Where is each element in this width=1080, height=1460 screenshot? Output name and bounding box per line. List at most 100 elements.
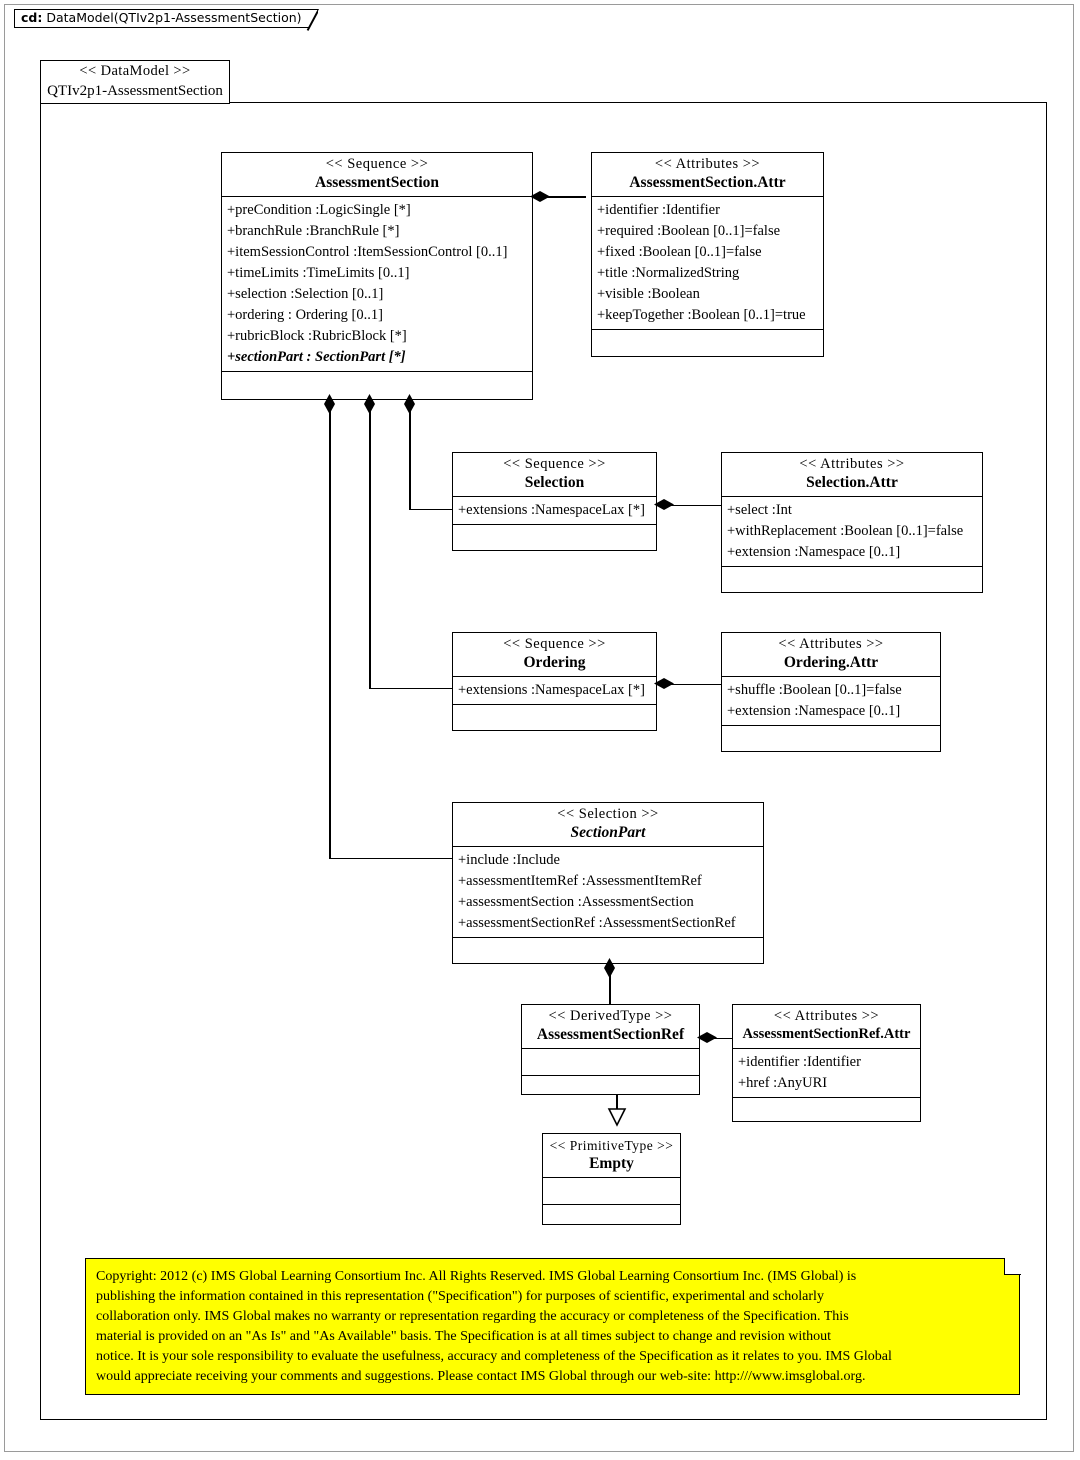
attribute-row: +assessmentItemRef :AssessmentItemRef [458, 873, 702, 889]
attribute-row-abstract-text: +sectionPart : SectionPart [*] [227, 349, 406, 365]
class-section-part[interactable]: << Selection >> SectionPart +include :In… [452, 802, 764, 964]
class-stereotype: << Sequence >> [503, 636, 606, 652]
attribute-row: +timeLimits :TimeLimits [0..1] [227, 265, 410, 281]
class-empty[interactable]: << PrimitiveType >> Empty [542, 1133, 681, 1225]
class-stereotype: << Selection >> [557, 806, 659, 822]
attribute-row: +assessmentSectionRef :AssessmentSection… [458, 915, 736, 931]
class-attributes: +identifier :Identifier +required :Boole… [592, 197, 823, 330]
class-header: << Sequence >> Ordering [453, 633, 656, 677]
class-attributes: +include :Include +assessmentItemRef :As… [453, 847, 763, 938]
package-name: QTIv2p1-AssessmentSection [47, 83, 223, 99]
class-ordering[interactable]: << Sequence >> Ordering +extensions :Nam… [452, 632, 657, 731]
class-stereotype: << DerivedType >> [548, 1008, 673, 1024]
connector-assessmentsection-selection-h [409, 508, 453, 510]
connector-ordering-attr [657, 683, 722, 685]
class-name: Selection [524, 474, 585, 491]
composition-diamond-assessmentsection-attr [530, 191, 550, 202]
connector-assessmentsection-attr [533, 196, 586, 198]
note-fold-corner-icon [1003, 1257, 1021, 1275]
attribute-row: +itemSessionControl :ItemSessionControl … [227, 244, 508, 260]
class-header: << Attributes >> AssessmentSectionRef.At… [733, 1005, 920, 1049]
attribute-row: +extensions :NamespaceLax [*] [458, 502, 645, 518]
attribute-row: +href :AnyURI [738, 1075, 828, 1091]
connector-sectionpart-assessmentsectionref [609, 963, 611, 1005]
class-header: << DerivedType >> AssessmentSectionRef [522, 1005, 699, 1049]
class-stereotype: << Attributes >> [773, 1008, 880, 1024]
class-ordering-attr[interactable]: << Attributes >> Ordering.Attr +shuffle … [721, 632, 941, 752]
class-attributes: +extensions :NamespaceLax [*] [453, 497, 656, 525]
diagram-title-tab: cd: DataModel(QTIv2p1-AssessmentSection) [14, 9, 319, 31]
class-attributes: +shuffle :Boolean [0..1]=false +extensio… [722, 677, 940, 726]
composition-diamond-ordering-attr [654, 678, 674, 689]
class-selection-attr[interactable]: << Attributes >> Selection.Attr +select … [721, 452, 983, 593]
class-operations [733, 1098, 920, 1120]
attribute-row: +extensions :NamespaceLax [*] [458, 682, 645, 698]
tab-fold-line-icon [303, 9, 318, 31]
class-header: << PrimitiveType >> Empty [543, 1134, 680, 1178]
class-attributes [522, 1049, 699, 1076]
note-line: material is provided on an "As Is" and "… [96, 1329, 832, 1344]
attribute-row: +fixed :Boolean [0..1]=false [597, 244, 762, 260]
class-attributes: +identifier :Identifier +href :AnyURI [733, 1049, 920, 1098]
class-name: Ordering.Attr [783, 654, 879, 671]
class-attributes: +extensions :NamespaceLax [*] [453, 677, 656, 705]
class-attributes [543, 1178, 680, 1205]
class-assessment-section-attr[interactable]: << Attributes >> AssessmentSection.Attr … [591, 152, 824, 357]
class-name: Empty [589, 1155, 634, 1172]
attribute-row: +extension :Namespace [0..1] [727, 544, 901, 560]
attribute-row: +identifier :Identifier [597, 202, 720, 218]
diagram-canvas-frame [4, 4, 1074, 1452]
class-name: AssessmentSection.Attr [629, 174, 786, 191]
note-line: Copyright: 2012 (c) IMS Global Learning … [96, 1269, 857, 1284]
package-header: << DataModel >> QTIv2p1-AssessmentSectio… [40, 60, 230, 104]
attribute-row: +keepTogether :Boolean [0..1]=true [597, 307, 806, 323]
attribute-row: +sectionPart : SectionPart [*] [222, 347, 532, 368]
class-operations [222, 372, 532, 394]
attribute-row: +extension :Namespace [0..1] [727, 703, 901, 719]
attribute-row: +shuffle :Boolean [0..1]=false [727, 682, 902, 698]
class-operations [722, 567, 982, 589]
composition-diamond-assessmentsection-selection [404, 394, 415, 414]
attribute-row: +rubricBlock :RubricBlock [*] [227, 328, 407, 344]
class-name: Ordering [523, 654, 586, 671]
class-header: << Sequence >> Selection [453, 453, 656, 497]
class-assessment-section-ref-attr[interactable]: << Attributes >> AssessmentSectionRef.At… [732, 1004, 921, 1122]
class-header: << Selection >> SectionPart [453, 803, 763, 847]
note-line: notice. It is your sole responsibility t… [96, 1349, 892, 1364]
connector-assessmentsectionref-empty [616, 1095, 618, 1111]
attribute-row: +required :Boolean [0..1]=false [597, 223, 781, 239]
class-name: AssessmentSectionRef [536, 1026, 685, 1043]
attribute-row: +withReplacement :Boolean [0..1]=false [727, 523, 964, 539]
class-name: Selection.Attr [806, 474, 898, 491]
class-operations [722, 726, 940, 748]
connector-assessmentsection-ordering-v [369, 400, 371, 689]
note-line: publishing the information contained in … [96, 1289, 824, 1304]
composition-diamond-selection-attr [654, 499, 674, 510]
attribute-row: +identifier :Identifier [738, 1054, 861, 1070]
attribute-row: +selection :Selection [0..1] [227, 286, 384, 302]
class-attributes: +preCondition :LogicSingle [*] +branchRu… [222, 197, 532, 372]
class-operations [592, 330, 823, 352]
attribute-row: +visible :Boolean [597, 286, 700, 302]
class-assessment-section-ref[interactable]: << DerivedType >> AssessmentSectionRef [521, 1004, 700, 1095]
diagram-title-text: DataModel(QTIv2p1-AssessmentSection) [46, 10, 302, 25]
class-selection[interactable]: << Sequence >> Selection +extensions :Na… [452, 452, 657, 551]
attribute-row: +select :Int [727, 502, 792, 518]
class-name: SectionPart [570, 824, 646, 841]
connector-selection-attr [657, 504, 722, 506]
note-line: collaboration only. IMS Global makes no … [96, 1309, 849, 1324]
class-header: << Attributes >> Selection.Attr [722, 453, 982, 497]
connector-assessmentsection-selection-v [409, 400, 411, 510]
class-assessment-section[interactable]: << Sequence >> AssessmentSection +preCon… [221, 152, 533, 400]
connector-assessmentsection-ordering-h [369, 687, 453, 689]
generalization-arrow-icon [607, 1108, 627, 1127]
attribute-row: +ordering : Ordering [0..1] [227, 307, 383, 323]
connector-assessmentsection-sectionpart-h [329, 857, 453, 859]
class-stereotype: << Attributes >> [799, 456, 905, 472]
class-operations [522, 1076, 699, 1098]
class-attributes: +select :Int +withReplacement :Boolean [… [722, 497, 982, 567]
class-operations [453, 525, 656, 547]
copyright-note: Copyright: 2012 (c) IMS Global Learning … [85, 1257, 1021, 1395]
composition-diamond-sectionpart-assessmentsectionref [604, 958, 615, 978]
connector-assessmentsection-sectionpart-v [329, 400, 331, 859]
